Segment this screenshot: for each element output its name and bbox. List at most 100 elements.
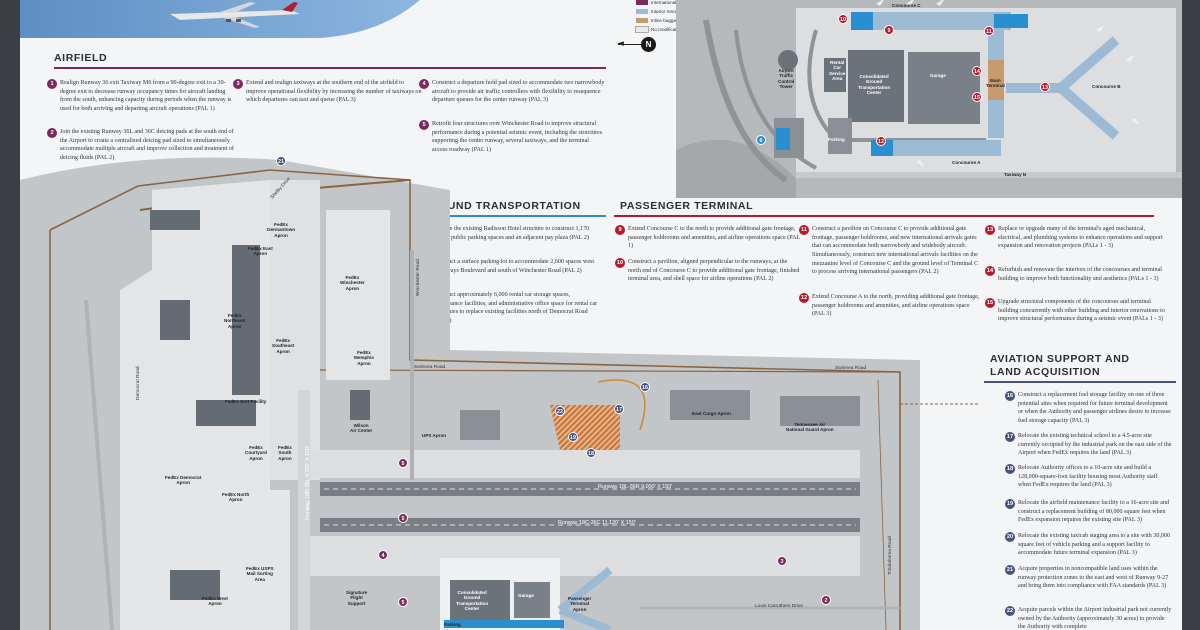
item-text: Realign Runway 36 exit Taxiway M6 from a… bbox=[60, 80, 232, 112]
map-label-wilson: Wilson Air Center bbox=[350, 423, 373, 434]
terminal-item-10: 10 Construct a pavilion, aligned perpend… bbox=[615, 258, 800, 284]
road-label-winchester: Winchester Road bbox=[416, 259, 421, 296]
inset-marker: 9 bbox=[884, 25, 894, 35]
map-marker: 3 bbox=[777, 556, 787, 566]
map-label-fedex-memphis: FedEx Memphis Apron bbox=[354, 350, 374, 366]
ground-rule bbox=[416, 215, 606, 217]
terminal-title: PASSENGER TERMINAL bbox=[620, 200, 754, 212]
map-label-parking: Parking bbox=[444, 622, 461, 627]
item-text: Extend and realign taxiways at the south… bbox=[246, 80, 422, 104]
poster: AIRFIELD 1 Realign Runway 36 exit Taxiwa… bbox=[20, 0, 1182, 630]
item-text: Upgrade structural components of the con… bbox=[998, 299, 1165, 323]
road-label-tchulahoma: Tchulahoma Road bbox=[888, 536, 893, 575]
airfield-item-4: 4 Construct a departure hold pad sized t… bbox=[419, 79, 606, 105]
aviation-item-20: 20 Relocate the existing taxicab staging… bbox=[1005, 532, 1172, 558]
aviation-item-18: 18 Relocate Authority offices to a 10-ac… bbox=[1005, 464, 1172, 490]
road-label-swinnea-left: Swinnea Road bbox=[414, 365, 446, 370]
inset-label-atct: Airport Traffic Control Tower bbox=[778, 68, 795, 89]
map-marker: 22 bbox=[555, 406, 565, 416]
map-label-fedex-east: FedEx East Apron bbox=[248, 246, 273, 257]
item-number-badge: 1 bbox=[47, 79, 57, 89]
item-number-badge: 9 bbox=[615, 225, 625, 235]
item-number-badge: 11 bbox=[799, 225, 809, 235]
item-text: Relocate Authority offices to a 10-acre … bbox=[1018, 465, 1158, 489]
inset-marker: 13 bbox=[1040, 82, 1050, 92]
item-number-badge: 15 bbox=[985, 298, 995, 308]
airfield-item-2: 2 Join the existing Runway 36L and 36C d… bbox=[47, 128, 238, 163]
map-marker: 5 bbox=[398, 513, 408, 523]
item-number-badge: 20 bbox=[1005, 532, 1015, 542]
item-number-badge: 10 bbox=[615, 258, 625, 268]
map-marker: 5 bbox=[398, 597, 408, 607]
runway-label-18l: Runway 18L-36R 9,000' X 150' bbox=[598, 484, 673, 490]
item-text: Acquire properties in noncompatible land… bbox=[1018, 566, 1169, 590]
item-number-badge: 17 bbox=[1005, 432, 1015, 442]
map-label-garage: Garage bbox=[518, 593, 534, 598]
terminal-item-15: 15 Upgrade structural components of the … bbox=[985, 298, 1170, 324]
legend-label: International arrivals bbox=[651, 0, 693, 5]
terminal-item-12: 12 Extend Concourse A to the north, prov… bbox=[799, 293, 980, 319]
map-label-fedex-winchester: FedEx Winchester Apron bbox=[340, 275, 365, 291]
item-number-badge: 19 bbox=[1005, 499, 1015, 509]
inset-marker: 6 bbox=[756, 135, 766, 145]
north-arrow-icon: ◄ bbox=[617, 39, 624, 49]
item-text: Extend Concourse A to the north, providi… bbox=[812, 294, 980, 318]
inset-marker: 10 bbox=[838, 14, 848, 24]
inset-label-concourse-b: Concourse B bbox=[1092, 84, 1121, 89]
road-label-louis: Louis Carruthers Drive bbox=[755, 604, 803, 609]
terminal-item-9: 9 Extend Concourse C to the north to pro… bbox=[615, 225, 800, 251]
legend-item-international: International arrivals bbox=[636, 0, 692, 6]
aviation-item-16: 16 Construct a replacement fuel storage … bbox=[1005, 391, 1172, 426]
north-arrow-line bbox=[618, 44, 642, 45]
item-number-badge: 4 bbox=[419, 79, 429, 89]
map-marker: 19 bbox=[568, 432, 578, 442]
airfield-item-5: 5 Retrofit four structures over Winchest… bbox=[419, 120, 606, 155]
map-marker: 17 bbox=[614, 404, 624, 414]
aviation-item-22: 22 Acquire parcels within the Airport in… bbox=[1005, 606, 1172, 630]
inset-marker: 15 bbox=[972, 92, 982, 102]
map-label-fedex-northeast: FedEx Northeast Apron bbox=[224, 313, 246, 329]
aviation-item-19: 19 Relocate the airfield maintenance fac… bbox=[1005, 499, 1172, 525]
item-number-badge: 14 bbox=[985, 266, 995, 276]
item-number-badge: 2 bbox=[47, 128, 57, 138]
map-marker: 4 bbox=[378, 550, 388, 560]
map-label-signature: Signature Flight Support bbox=[346, 590, 368, 606]
legend-swatch bbox=[636, 18, 648, 23]
item-text: Remove the existing Radisson Hotel struc… bbox=[432, 226, 590, 241]
map-marker: 18 bbox=[586, 448, 596, 458]
map-label-fedex-sort: FedEx Sort Facility bbox=[225, 399, 267, 404]
item-text: Construct a departure hold pad sized to … bbox=[432, 80, 605, 104]
map-label-east-cargo: East Cargo Apron bbox=[692, 411, 731, 416]
terminal-rule bbox=[614, 215, 1154, 217]
legend-swatch bbox=[635, 26, 649, 33]
inset-label-main-terminal: Main Terminal bbox=[986, 78, 1005, 89]
item-text: Construct a pavilion, aligned perpendicu… bbox=[628, 259, 800, 283]
map-label-fedex-north: FedEx North Apron bbox=[222, 492, 250, 503]
hero-photo bbox=[20, 0, 420, 38]
aviation-title: AVIATION SUPPORT AND LAND ACQUISITION bbox=[990, 353, 1130, 378]
inset-label-taxiway-n: Taxiway N bbox=[1004, 172, 1027, 177]
item-text: Construct a pavilion on Concourse C to p… bbox=[812, 226, 979, 276]
item-text: Join the existing Runway 36L and 36C dei… bbox=[60, 129, 234, 161]
item-text: Acquire parcels within the Airport indus… bbox=[1018, 607, 1172, 630]
item-number-badge: 13 bbox=[985, 225, 995, 235]
item-number-badge: 18 bbox=[1005, 464, 1015, 474]
airfield-item-3: 3 Extend and realign taxiways at the sou… bbox=[233, 79, 424, 105]
item-number-badge: 16 bbox=[1005, 391, 1015, 401]
item-text: Refurbish and renovate the interiors of … bbox=[998, 267, 1162, 282]
aviation-rule bbox=[984, 381, 1176, 383]
item-text: Extend Concourse C to the north to provi… bbox=[628, 226, 800, 250]
inset-marker: 11 bbox=[984, 26, 994, 36]
terminal-item-14: 14 Refurbish and renovate the interiors … bbox=[985, 266, 1170, 283]
terminal-item-11: 11 Construct a pavilion on Concourse C t… bbox=[799, 225, 980, 277]
map-label-fedex-germantown: FedEx Germantown Apron bbox=[267, 222, 296, 238]
item-number-badge: 21 bbox=[1005, 565, 1015, 575]
aviation-item-21: 21 Acquire properties in noncompatible l… bbox=[1005, 565, 1172, 591]
item-text: Replace or upgrade many of the terminal'… bbox=[998, 226, 1163, 250]
map-label-fedex-west: FedEx West Apron bbox=[202, 596, 228, 607]
legend-swatch bbox=[636, 9, 648, 14]
item-text: Relocate the existing technical school t… bbox=[1018, 433, 1172, 457]
legend-item-baggage: Inline baggage system bbox=[636, 18, 697, 24]
inset-label-concourse-a: Concourse A bbox=[952, 160, 981, 165]
item-text: Relocate the airfield maintenance facili… bbox=[1018, 500, 1170, 524]
